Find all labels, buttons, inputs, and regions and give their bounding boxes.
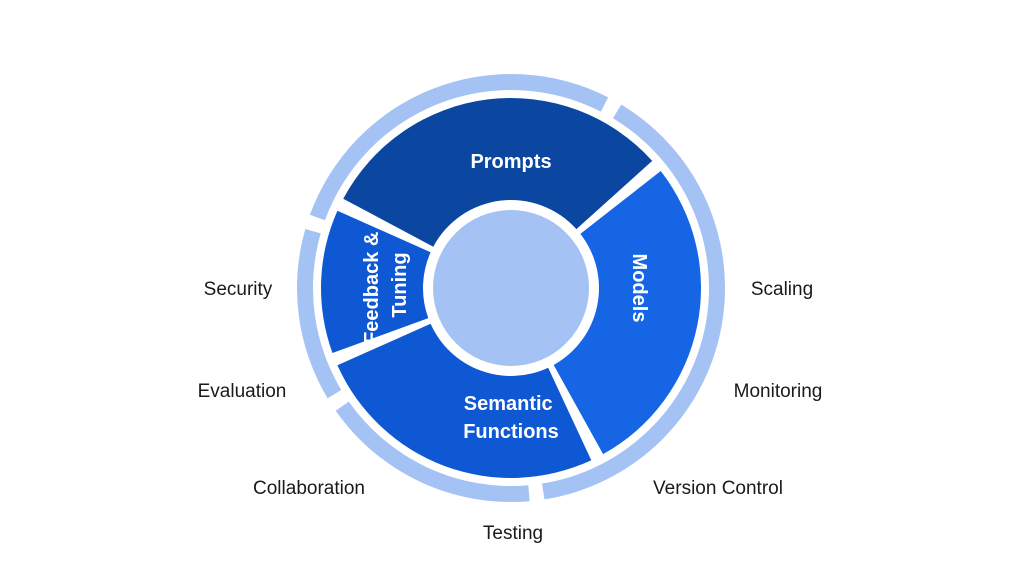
security-label: Security <box>204 279 273 300</box>
segment-prompts[interactable] <box>343 98 653 247</box>
evaluation-label: Evaluation <box>198 381 287 402</box>
inner-segments <box>321 98 702 479</box>
collaboration-label: Collaboration <box>253 478 365 499</box>
outer-ring-arc-bottom <box>335 401 530 503</box>
center-hub <box>433 210 589 366</box>
segment-labels: Prompts Models Semantic Functions Feedba… <box>361 151 650 443</box>
monitoring-label: Monitoring <box>734 381 823 402</box>
outer-labels: Security Evaluation Collaboration Testin… <box>198 279 823 544</box>
testing-label: Testing <box>483 523 543 544</box>
version-control-label: Version Control <box>653 478 783 499</box>
outer-ring-arc-top <box>309 74 609 221</box>
prompts-label: Prompts <box>470 151 551 173</box>
feedback-tuning-label: Feedback & Tuning <box>361 226 411 344</box>
outer-ring-arc-right <box>541 104 726 500</box>
outer-ring-arc-left <box>297 229 342 399</box>
segment-semantic-functions[interactable] <box>337 323 592 479</box>
scaling-label: Scaling <box>751 279 813 300</box>
segment-models[interactable] <box>553 171 702 455</box>
outer-ring <box>297 74 726 503</box>
semantic-functions-label: Semantic Functions <box>463 393 559 443</box>
segment-feedback-tuning[interactable] <box>321 210 431 353</box>
models-label: Models <box>628 254 650 323</box>
